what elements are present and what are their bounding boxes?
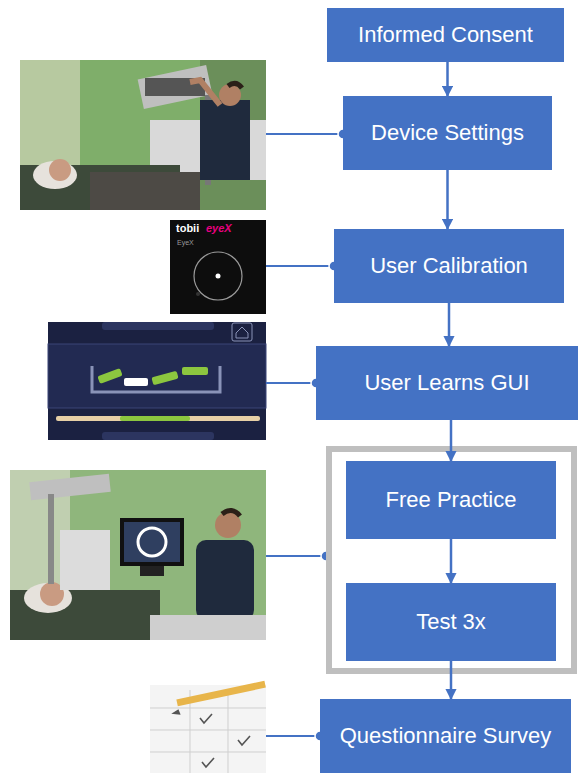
process-box: Free Practice xyxy=(346,461,556,539)
box-label: Questionnaire Survey xyxy=(340,723,552,749)
flow-arrow xyxy=(450,420,453,461)
box-label: User Calibration xyxy=(370,253,528,279)
calibration-screen xyxy=(170,220,266,314)
box-label: User Learns GUI xyxy=(364,370,529,396)
process-box: Questionnaire Survey xyxy=(320,699,571,773)
flow-arrow xyxy=(450,539,453,583)
box-label: Free Practice xyxy=(386,487,517,513)
box-label: Test 3x xyxy=(416,609,486,635)
process-box: User Learns GUI xyxy=(316,346,578,420)
process-box: Device Settings xyxy=(343,96,552,170)
picture-leaders xyxy=(266,129,348,741)
logo-text: EyeX xyxy=(177,239,194,246)
box-label: Device Settings xyxy=(371,120,524,146)
group-frame xyxy=(329,449,574,671)
process-box: Test 3x xyxy=(346,583,556,661)
logo-text: eyeX xyxy=(206,223,232,234)
logo-text: tobii xyxy=(176,223,199,234)
process-box: User Calibration xyxy=(334,229,564,303)
device-settings-photo xyxy=(20,60,266,210)
flow-arrow xyxy=(446,170,449,229)
flow-arrow xyxy=(450,661,453,699)
process-box: Informed Consent xyxy=(327,8,564,62)
flow-arrow xyxy=(448,303,451,346)
box-label: Informed Consent xyxy=(358,22,533,48)
practice-photo xyxy=(10,470,266,640)
gui-screenshot xyxy=(48,322,266,440)
questionnaire-picture xyxy=(150,681,266,773)
flow-arrow xyxy=(446,62,449,96)
